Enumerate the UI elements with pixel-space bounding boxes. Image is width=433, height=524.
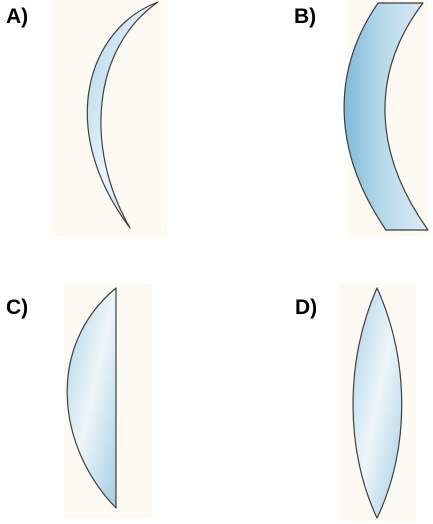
option-d[interactable]: D) [290, 270, 433, 524]
option-b[interactable]: B) [290, 0, 433, 240]
option-a-lens [86, 1, 159, 229]
option-b-label: B) [294, 5, 317, 28]
option-d-lens [352, 287, 403, 519]
option-a[interactable]: A) [0, 0, 200, 240]
option-d-label: D) [295, 296, 318, 319]
option-c[interactable]: C) [0, 270, 200, 524]
option-c-label: C) [6, 296, 29, 319]
option-a-label: A) [6, 5, 29, 28]
option-b-lens [343, 2, 429, 231]
option-c-lens [66, 287, 117, 509]
